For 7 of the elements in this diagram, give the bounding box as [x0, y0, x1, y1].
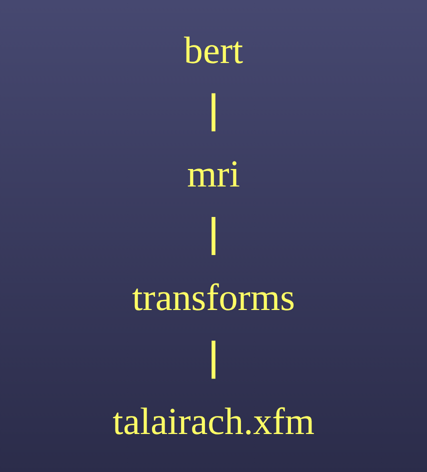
- connector: [212, 93, 216, 132]
- node-text: bert: [184, 28, 244, 72]
- node-text: talairach.xfm: [112, 400, 314, 442]
- connector: [212, 340, 216, 379]
- connector: [212, 216, 216, 256]
- node-text: mri: [187, 152, 240, 196]
- node-text: transforms: [132, 276, 295, 319]
